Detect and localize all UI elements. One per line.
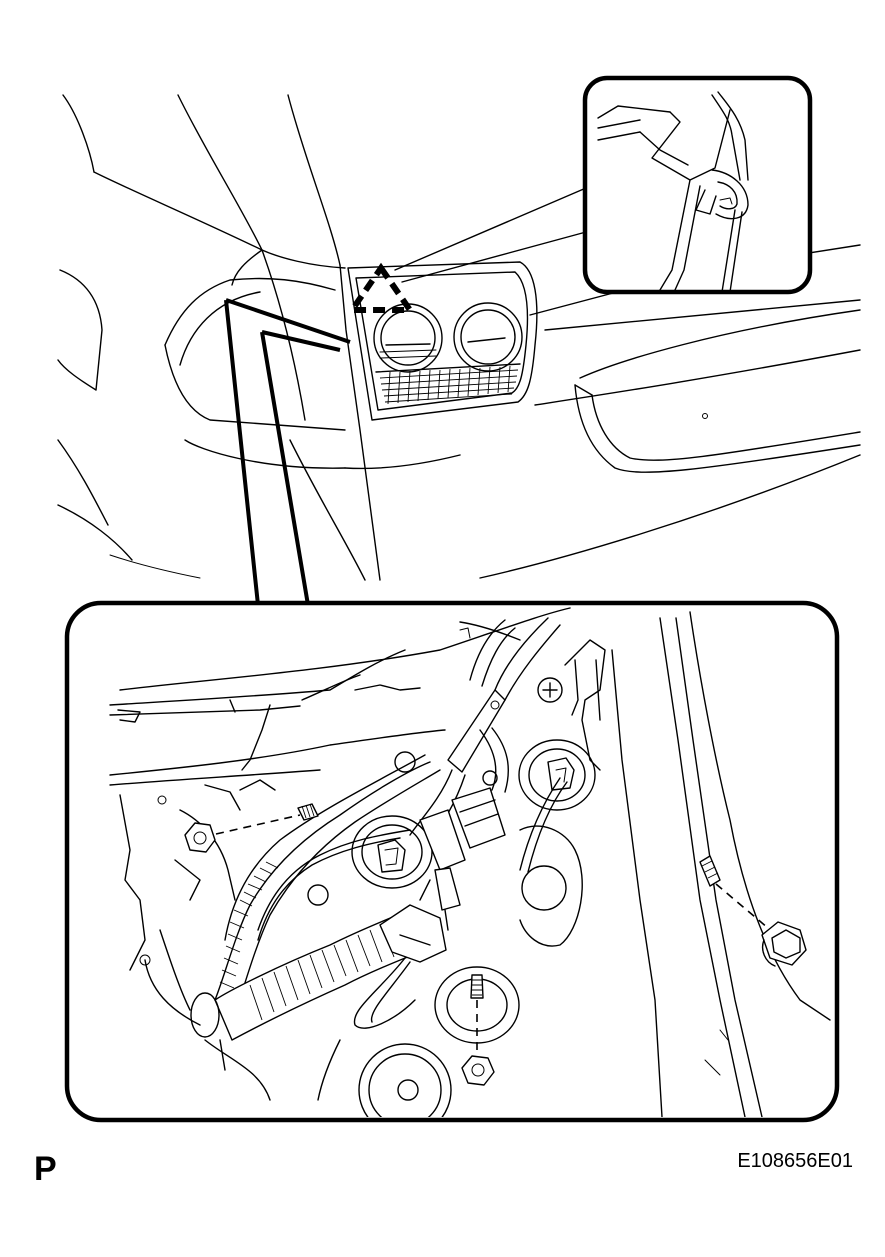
hex-nut-icon bbox=[184, 822, 216, 853]
vehicle-rear-overview bbox=[57, 94, 861, 581]
hex-nut-icon bbox=[461, 1055, 495, 1086]
wire-harness bbox=[190, 617, 568, 1101]
clip-detail-inset bbox=[582, 75, 813, 295]
callout-leader bbox=[224, 298, 351, 606]
lamp-mounting-detail bbox=[64, 600, 840, 1123]
lamp-socket-right bbox=[518, 739, 596, 811]
flange-bolt-icon bbox=[761, 921, 807, 967]
stud-icon bbox=[297, 803, 319, 821]
view-code-label: P bbox=[34, 1150, 57, 1188]
figure-id-label: E108656E01 bbox=[737, 1150, 853, 1172]
flange-bolt-icon bbox=[537, 677, 563, 703]
rear-combination-lamp bbox=[347, 261, 538, 421]
triangle-clip-icon bbox=[346, 262, 416, 313]
stud-icon bbox=[699, 855, 721, 887]
lamp-socket-left bbox=[351, 815, 433, 889]
